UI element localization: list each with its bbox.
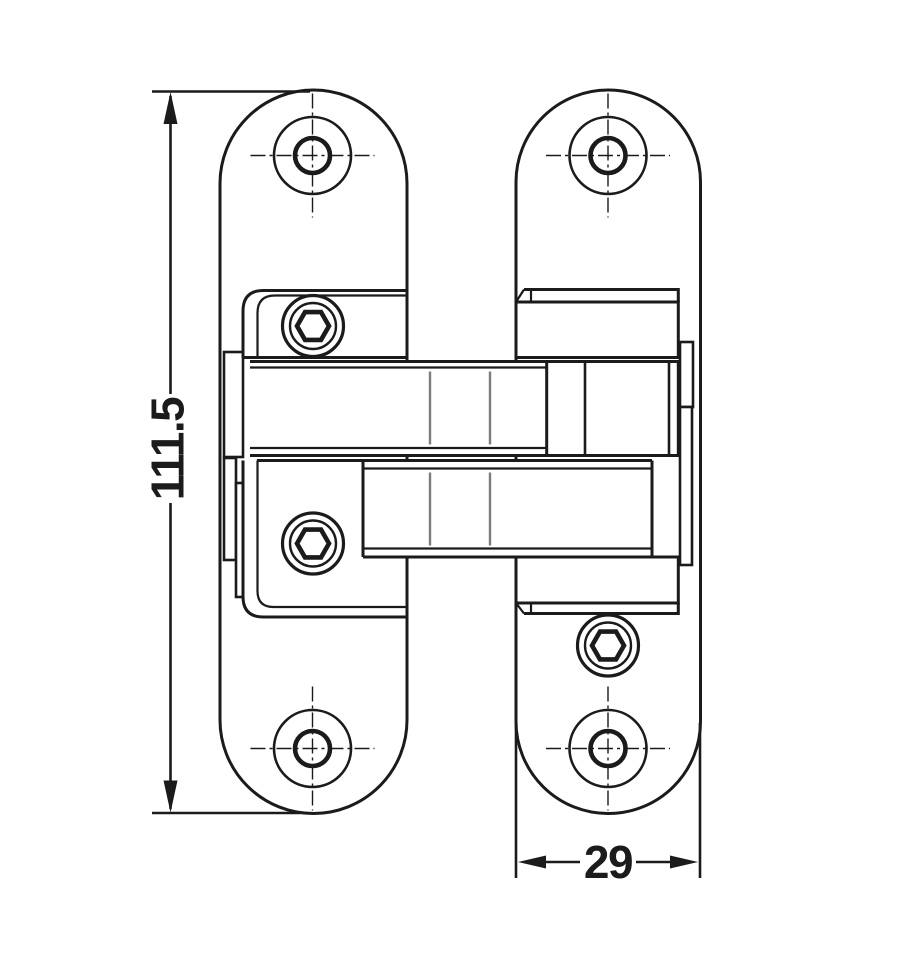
upper-arm-sleeve bbox=[545, 360, 680, 457]
bracket-chamfer bbox=[515, 602, 525, 615]
upper-arm bbox=[250, 360, 547, 457]
left-tab-upper bbox=[222, 350, 245, 459]
bracket-body bbox=[514, 555, 680, 605]
hex-screw-inner-ring bbox=[288, 519, 338, 568]
sleeve-body bbox=[545, 360, 680, 457]
left-tab-lower bbox=[222, 456, 238, 562]
width-dimension-label: 29 bbox=[584, 836, 632, 888]
bracket-top-edge bbox=[524, 288, 680, 302]
right-tab-lower bbox=[678, 405, 694, 567]
bracket-outer-contour bbox=[241, 460, 407, 619]
right-tab-upper bbox=[678, 340, 695, 409]
hex-screw-lower-left bbox=[280, 511, 346, 576]
bracket-bottom-edge bbox=[524, 603, 680, 615]
height-dimension-label: 111.5 bbox=[142, 397, 194, 500]
dimension-arrow-down bbox=[163, 780, 178, 813]
hex-socket-icon bbox=[294, 527, 332, 560]
upper-right-bracket bbox=[514, 288, 680, 359]
hex-screw-inner-ring bbox=[583, 621, 633, 670]
bracket-outer-contour bbox=[241, 289, 407, 358]
lower-right-bracket bbox=[514, 555, 680, 615]
screw-hole-top-left bbox=[250, 93, 375, 218]
lower-arm-fill bbox=[363, 460, 652, 557]
screw-hole-bottom-right bbox=[546, 686, 670, 811]
dimension-arrow-left bbox=[518, 855, 546, 869]
screw-hole-top-right bbox=[546, 93, 670, 218]
hinge-mechanism bbox=[222, 288, 695, 678]
screw-hole-bottom-left bbox=[250, 686, 375, 811]
hex-screw-inner-ring bbox=[288, 301, 338, 351]
bracket-inner-contour bbox=[256, 460, 407, 609]
upper-arm-fill bbox=[250, 361, 547, 456]
hex-screw-upper-left bbox=[280, 293, 346, 359]
lower-arm bbox=[257, 459, 654, 559]
dimension-width: 29 bbox=[514, 723, 702, 888]
dimension-arrow-right bbox=[670, 855, 698, 869]
bracket-body bbox=[514, 300, 680, 359]
hex-screw-lower-right bbox=[575, 613, 641, 678]
dimension-arrow-up bbox=[163, 92, 178, 124]
hex-socket-icon bbox=[589, 629, 627, 662]
hex-socket-icon bbox=[294, 309, 332, 343]
bracket-inner-contour bbox=[256, 294, 407, 358]
dimension-height: 111.5 bbox=[142, 90, 310, 815]
bracket-chamfer bbox=[515, 288, 525, 303]
